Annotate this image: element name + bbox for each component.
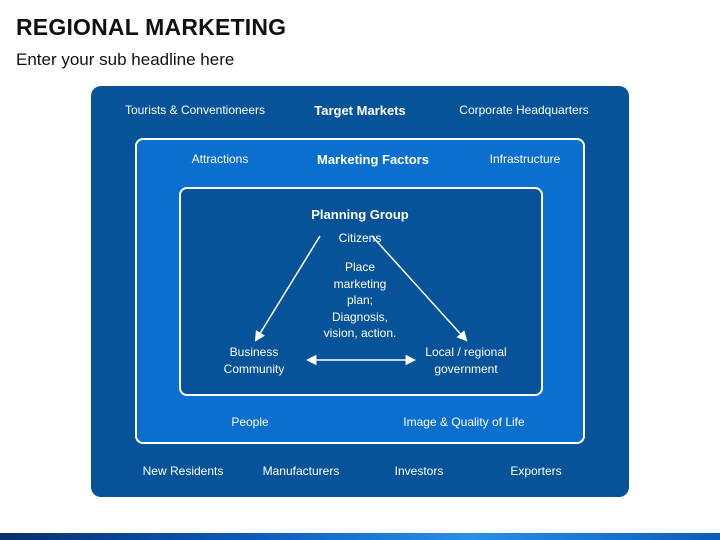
label-infrastructure: Infrastructure <box>489 152 561 166</box>
label-investors: Investors <box>394 464 444 478</box>
label-business-community: Business Community <box>223 345 285 376</box>
label-citizens: Citizens <box>338 231 382 245</box>
label-new-residents: New Residents <box>142 464 224 478</box>
label-attractions: Attractions <box>191 152 249 166</box>
label-tourists-conventioneers: Tourists & Conventioneers <box>124 103 266 117</box>
label-local-regional-government: Local / regional government <box>425 345 507 376</box>
label-image-quality-of-life: Image & Quality of Life <box>403 415 525 429</box>
label-exporters: Exporters <box>510 464 562 478</box>
label-marketing-factors: Marketing Factors <box>317 152 429 167</box>
label-place-marketing-plan: Place marketing plan; Diagnosis, vision,… <box>323 260 397 340</box>
label-manufacturers: Manufacturers <box>262 464 340 478</box>
label-target-markets: Target Markets <box>314 103 406 118</box>
page-title: REGIONAL MARKETING <box>16 14 287 40</box>
label-planning-group: Planning Group <box>311 207 409 222</box>
page-subtitle: Enter your sub headline here <box>16 50 235 69</box>
label-corporate-headquarters: Corporate Headquarters <box>459 103 589 117</box>
label-people: People <box>231 415 269 429</box>
footer-gradient-bar <box>0 533 720 540</box>
